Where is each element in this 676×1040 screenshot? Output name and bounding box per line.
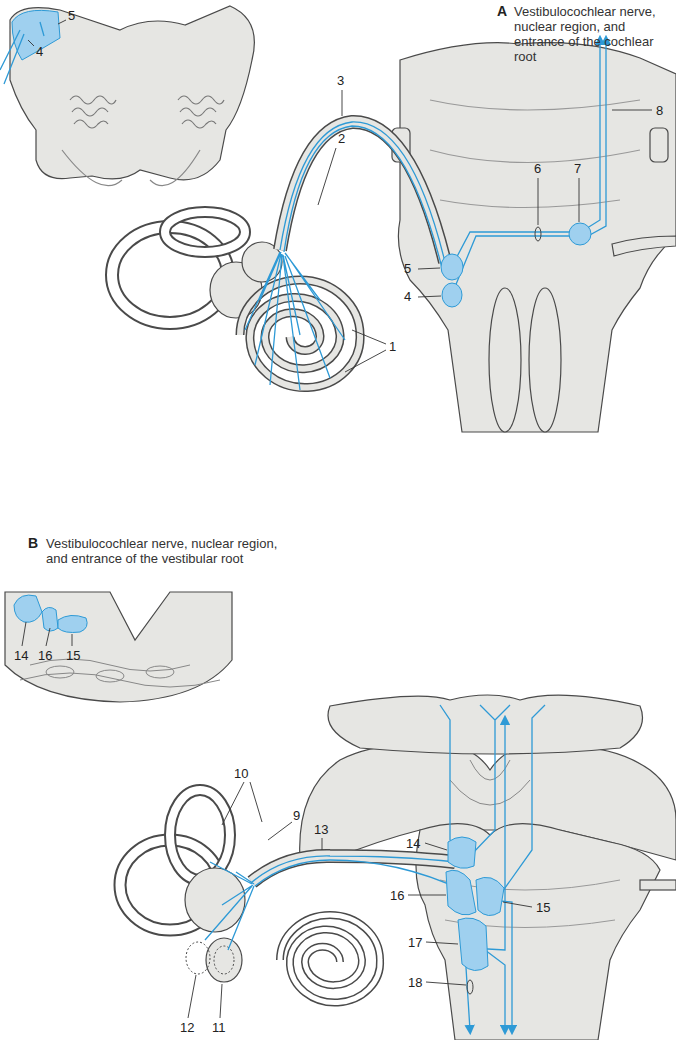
callout-number: 14 [406, 836, 420, 851]
callout-number: 5 [68, 8, 75, 23]
callout-number: 10 [234, 766, 248, 781]
callout-number: 17 [408, 935, 422, 950]
panel-heading: Vestibulocochlear nerve, nuclear region,… [514, 4, 672, 64]
callout-number: 8 [656, 103, 663, 118]
callout-number: 2 [338, 131, 345, 146]
callout-number: 5 [404, 261, 411, 276]
callout-number: 1 [389, 339, 396, 354]
callout-number: 11 [212, 1020, 226, 1035]
callout-number: 14 [14, 648, 28, 663]
callout-number: 16 [390, 888, 404, 903]
callout-number: 7 [574, 161, 581, 176]
callout-number: 13 [314, 822, 328, 837]
panel-letter: A [497, 4, 507, 19]
callout-number: 15 [536, 900, 550, 915]
callout-number: 3 [337, 73, 344, 88]
callout-number: 15 [66, 648, 80, 663]
callout-number: 6 [534, 161, 541, 176]
callout-number: 18 [408, 975, 422, 990]
callout-number: 4 [36, 44, 43, 59]
callout-number: 4 [404, 289, 411, 304]
callout-number: 12 [180, 1020, 194, 1035]
callout-number: 16 [38, 648, 52, 663]
panel-letter: B [28, 536, 38, 551]
panel-heading: Vestibulocochlear nerve, nuclear region,… [46, 536, 296, 566]
callout-number: 9 [293, 808, 300, 823]
